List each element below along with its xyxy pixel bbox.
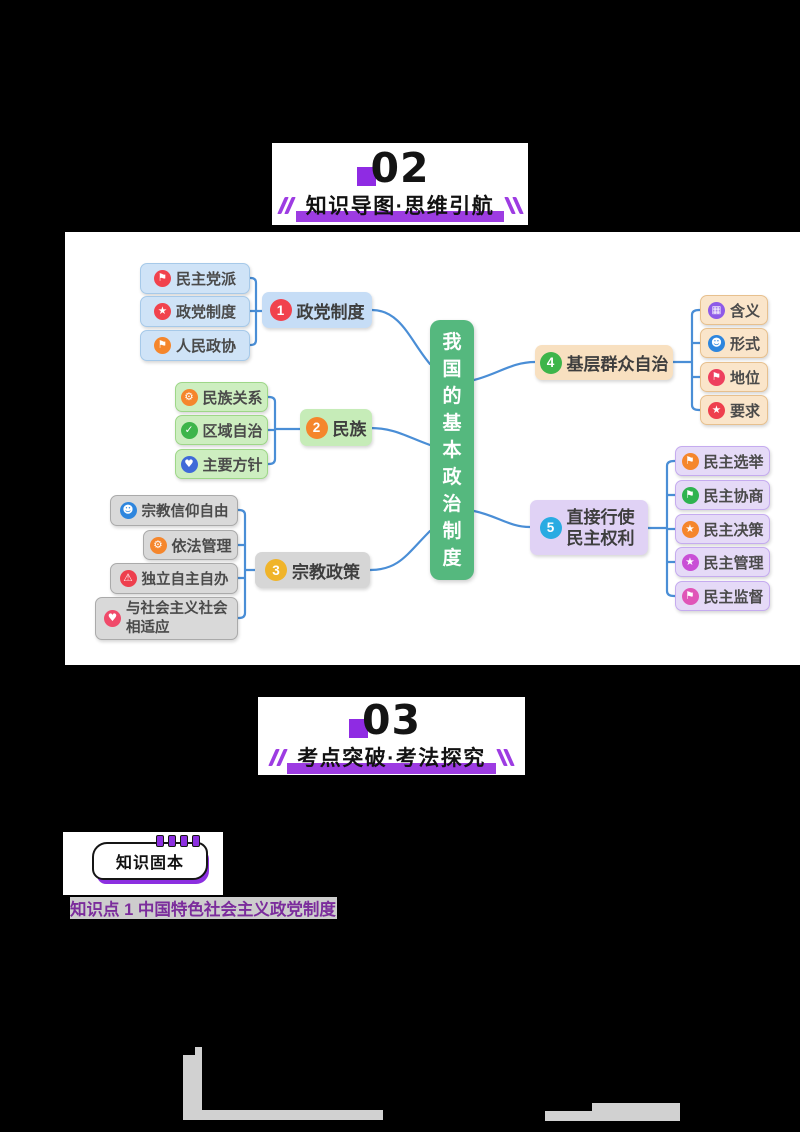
mindmap-node: ★ 要求	[700, 395, 768, 425]
mindmap-node: ⚑ 民主协商	[675, 480, 770, 510]
branch-4-node: 4 基层群众自治	[535, 345, 673, 380]
flag-icon: ⚑	[681, 486, 699, 504]
mindmap-node: ★ 民主决策	[675, 514, 770, 544]
branch-3-number-badge: 3	[265, 559, 287, 581]
mindmap-node: ▦ 含义	[700, 295, 768, 325]
flag-icon: ⚑	[153, 270, 171, 287]
knowledge-point-heading: 知识点 1 中国特色社会主义政党制度	[70, 897, 337, 919]
warning-icon: ⚠	[119, 570, 137, 587]
mindmap-node: ♥ 与社会主义社会相适应	[95, 597, 238, 640]
mindmap-node: ⚙ 民族关系	[175, 382, 268, 412]
mindmap-figure: 我国的基本政治制度 1 政党制度 ⚑ 民主党派 ★ 政党制度 ⚑ 人民政协 2 …	[65, 232, 800, 665]
user-icon: ☻	[119, 502, 137, 519]
title-underline	[295, 211, 505, 222]
heart-icon: ♥	[180, 455, 198, 473]
branch-5-number-badge: 5	[539, 516, 562, 539]
mindmap-node: ✓ 区域自治	[175, 415, 268, 445]
number-accent-square	[348, 719, 368, 738]
star-icon: ★	[681, 520, 699, 538]
flag-icon: ⚑	[153, 337, 171, 354]
page-artifact	[183, 1110, 383, 1120]
gear-icon: ⚙	[149, 536, 167, 554]
branch-4-number-badge: 4	[539, 351, 562, 374]
slash-marks-icon	[276, 196, 296, 214]
section-02-header: 02 知识导图·思维引航	[272, 143, 528, 225]
slash-marks-icon	[504, 196, 524, 214]
mindmap-node: ⚠ 独立自主自办	[110, 563, 238, 594]
mindmap-node: ♥ 主要方针	[175, 449, 268, 479]
section-number: 02	[357, 148, 429, 189]
mindmap-node: ⚑ 人民政协	[140, 330, 250, 361]
title-underline	[287, 763, 496, 774]
mindmap-node: ⚑ 民主监督	[675, 581, 770, 611]
branch-2-number-badge: 2	[305, 416, 328, 439]
page-artifact	[183, 1055, 195, 1119]
mindmap-node: ⚑ 民主党派	[140, 263, 250, 294]
mindmap-node: ⚙ 依法管理	[143, 530, 238, 560]
binding-tabs-icon	[156, 835, 200, 847]
section-03-title: 考点突破·考法探究	[297, 747, 486, 770]
star-icon: ★	[681, 553, 699, 571]
branch-2-node: 2 民族	[300, 409, 372, 446]
thumbs-up-icon: ✓	[180, 421, 198, 439]
branch-1-number-badge: 1	[269, 299, 292, 321]
branch-5-node: 5 直接行使民主权利	[530, 500, 648, 555]
section-02-title: 知识导图·思维引航	[305, 195, 495, 218]
mindmap-node: ★ 民主管理	[675, 547, 770, 577]
mindmap-node: ☻ 宗教信仰自由	[110, 495, 238, 526]
mindmap-node: ★ 政党制度	[140, 296, 250, 327]
section-02-number: 02	[370, 144, 430, 192]
page-artifact	[592, 1103, 680, 1121]
page-artifact	[195, 1047, 202, 1119]
mindmap-center-node: 我国的基本政治制度	[430, 320, 474, 580]
center-node-label: 我国的基本政治制度	[442, 331, 462, 569]
slash-marks-icon	[268, 748, 288, 766]
calendar-icon: ▦	[707, 301, 725, 319]
star-icon: ★	[707, 401, 725, 419]
mindmap-node: ☻ 形式	[700, 328, 768, 358]
flag-icon: ⚑	[681, 587, 699, 605]
gear-icon: ⚙	[180, 388, 198, 406]
section-03-number: 03	[361, 696, 422, 744]
mindmap-node: ⚑ 民主选举	[675, 446, 770, 476]
slash-marks-icon	[495, 748, 515, 766]
section-03-header: 03 考点突破·考法探究	[258, 697, 525, 775]
knowledge-badge: 知识固本	[92, 835, 208, 880]
mindmap-node: ⚑ 地位	[700, 362, 768, 392]
user-icon: ☻	[707, 334, 725, 352]
branch-1-node: 1 政党制度	[262, 292, 372, 328]
section-number: 03	[348, 700, 421, 741]
flag-icon: ⚑	[707, 368, 725, 386]
flag-icon: ⚑	[681, 452, 699, 470]
knowledge-point-text: 知识点 1 中国特色社会主义政党制度	[70, 901, 336, 919]
knowledge-badge-panel: 知识固本	[63, 832, 223, 895]
mindmap-connectors	[236, 276, 702, 620]
star-icon: ★	[153, 303, 171, 320]
knowledge-badge-label: 知识固本	[115, 855, 184, 872]
branch-3-node: 3 宗教政策	[255, 552, 370, 588]
number-accent-square	[357, 167, 377, 186]
heart-icon: ♥	[104, 610, 121, 627]
